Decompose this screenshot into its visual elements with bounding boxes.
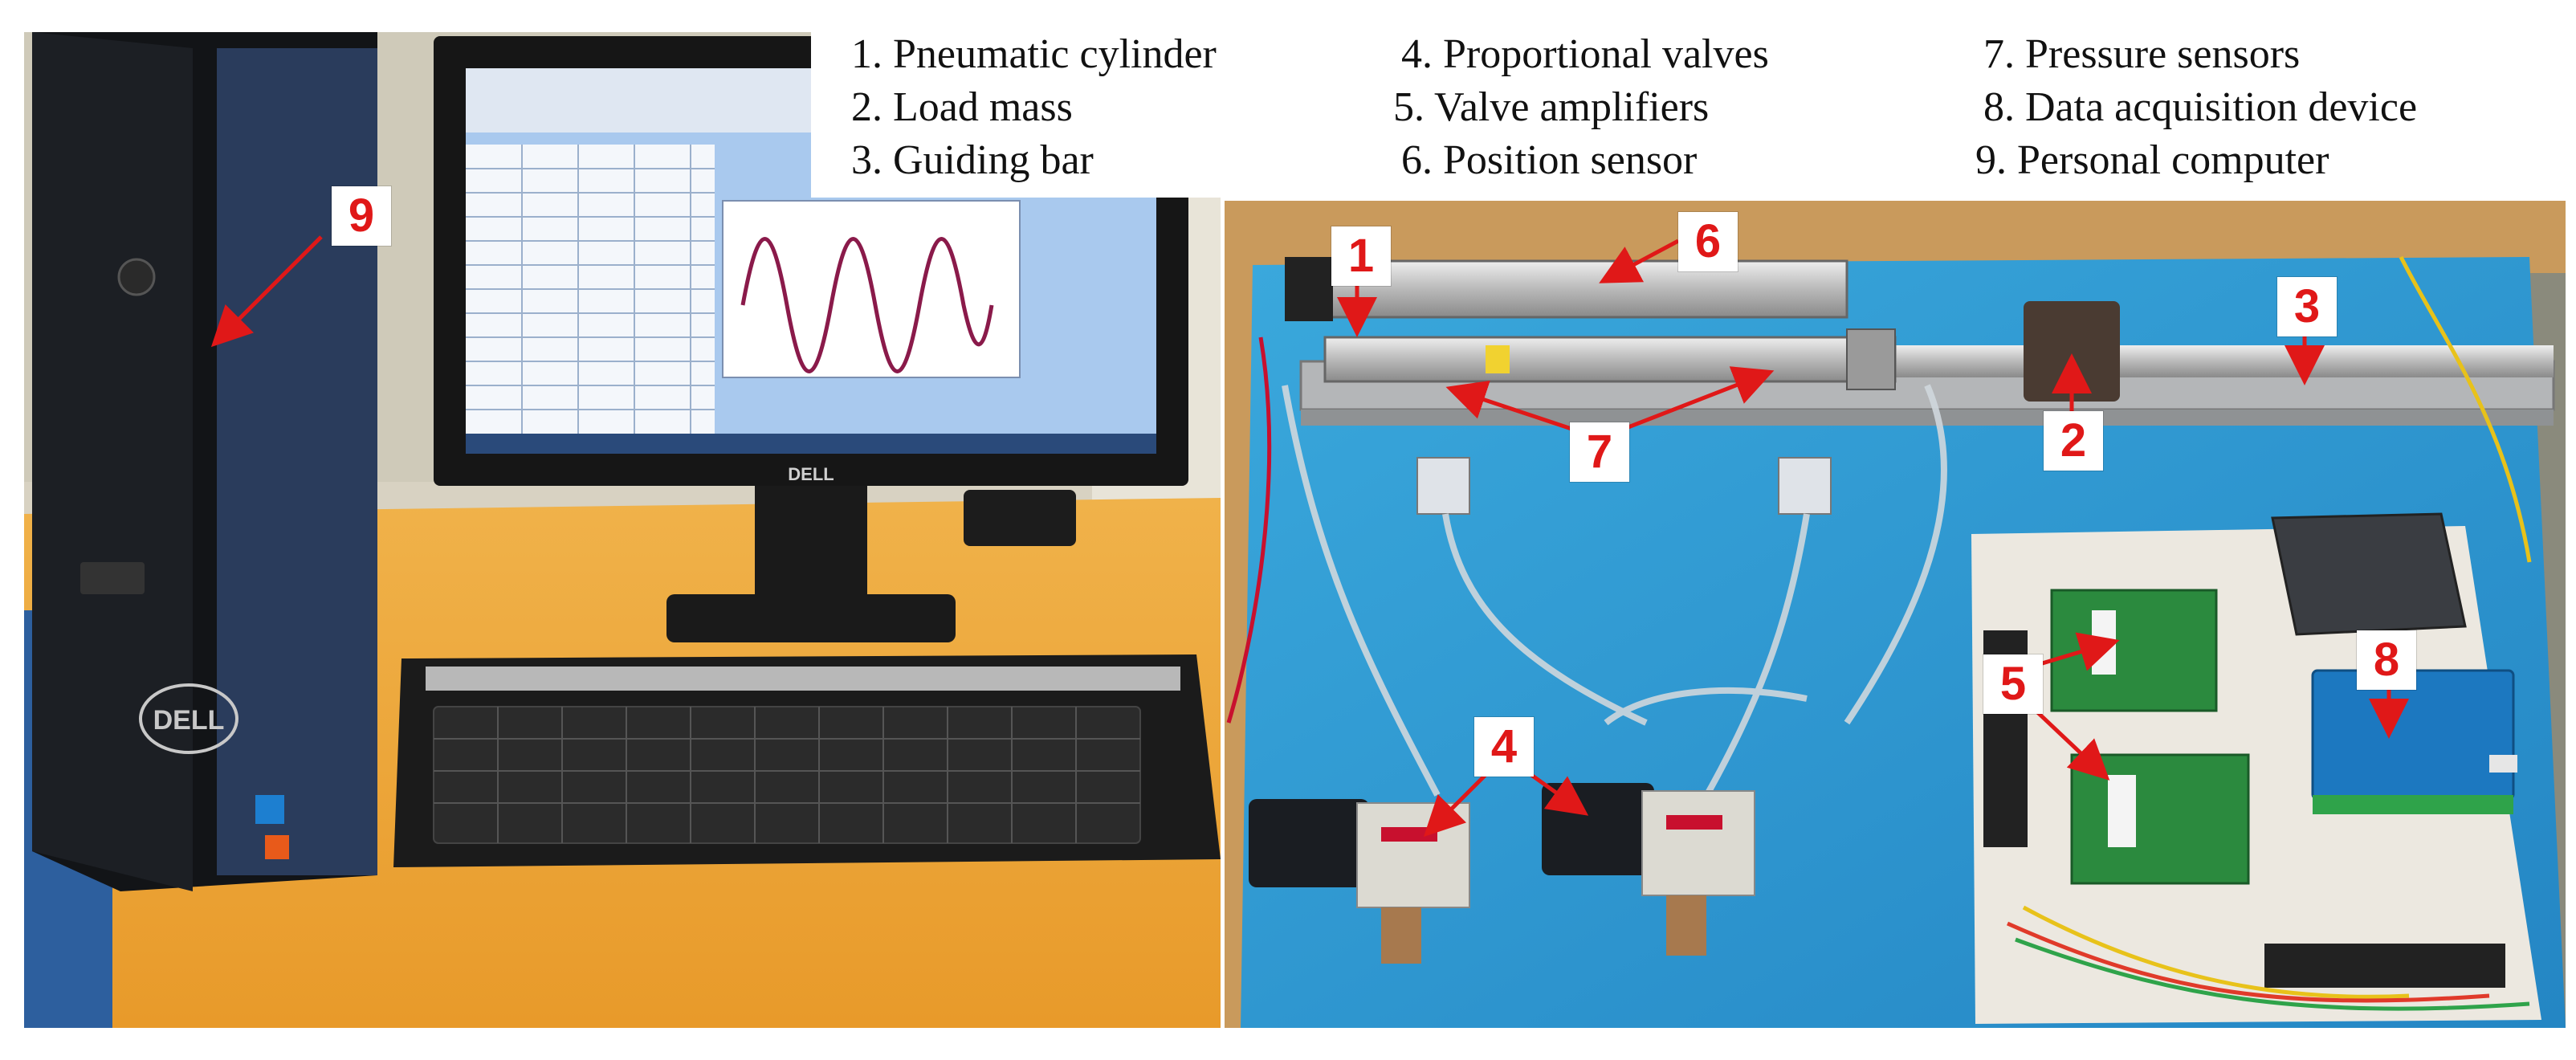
legend-item-9: 9. Personal computer [1975, 137, 2329, 183]
callout-1-label: 1 [1347, 230, 1375, 282]
legend-item-8: 8. Data acquisition device [1983, 84, 2418, 130]
arrow-9 [210, 235, 323, 348]
legend-panel: 1. Pneumatic cylinder 2. Load mass 3. Gu… [811, 21, 2576, 198]
arrow-7a [1445, 380, 1575, 432]
position-sensor-device [1315, 259, 1848, 319]
valve-amplifier-top [2050, 589, 2218, 712]
callout-4: 4 [1474, 717, 1534, 777]
pc-brand-text: DELL [153, 705, 225, 736]
callout-6-label: 6 [1694, 215, 1722, 267]
pc-tower: DELL [32, 32, 377, 891]
callout-3-label: 3 [2293, 280, 2321, 332]
pressure-sensor-left [1416, 457, 1470, 515]
proportional-valve-right [1542, 783, 1755, 956]
arrow-5a [2031, 632, 2120, 671]
callout-2: 2 [2044, 411, 2103, 471]
legend-item-4: 4. Proportional valves [1401, 31, 1769, 77]
callout-8-label: 8 [2373, 634, 2400, 686]
valve-amplifier-bottom [2070, 753, 2250, 885]
legend-item-5: 5. Valve amplifiers [1393, 84, 1710, 130]
callout-2-label: 2 [2060, 414, 2087, 467]
callout-8: 8 [2357, 630, 2416, 690]
arrow-7b [1621, 366, 1775, 432]
legend-item-3: 3. Guiding bar [851, 137, 1094, 183]
arrow-4a [1423, 769, 1491, 838]
callout-9: 9 [332, 186, 391, 246]
callout-4-label: 4 [1490, 720, 1518, 773]
proportional-valve-left [1249, 799, 1470, 964]
legend-item-6: 6. Position sensor [1401, 137, 1698, 183]
callout-7-label: 7 [1586, 426, 1613, 478]
callout-5: 5 [1983, 654, 2043, 714]
callout-5-label: 5 [1999, 658, 2027, 710]
callout-7: 7 [1570, 422, 1629, 482]
pressure-sensor-right [1778, 457, 1832, 515]
arrow-6 [1599, 238, 1680, 283]
load-mass-device [2024, 301, 2120, 402]
callout-6: 6 [1678, 212, 1738, 271]
arrow-4b [1524, 768, 1589, 816]
legend-item-2: 2. Load mass [851, 84, 1073, 130]
arrow-5b [2030, 705, 2110, 781]
dell-tower-logo [139, 683, 238, 754]
keyboard [393, 654, 1221, 867]
right-photo-test-bench [1225, 201, 2566, 1028]
power-supply-unit [2271, 512, 2467, 636]
legend-item-7: 7. Pressure sensors [1983, 31, 2301, 77]
callout-1: 1 [1331, 226, 1391, 286]
screen-sine-wave [740, 237, 994, 373]
monitor-brand-text: DELL [788, 464, 834, 484]
callout-3: 3 [2277, 277, 2337, 336]
callout-9-label: 9 [348, 190, 375, 242]
legend-item-1: 1. Pneumatic cylinder [851, 31, 1217, 77]
daq-device [2311, 669, 2515, 801]
callout-arrows [210, 235, 2409, 838]
power-button-icon [117, 258, 156, 296]
pneumatic-cylinder-device [1323, 336, 1897, 383]
